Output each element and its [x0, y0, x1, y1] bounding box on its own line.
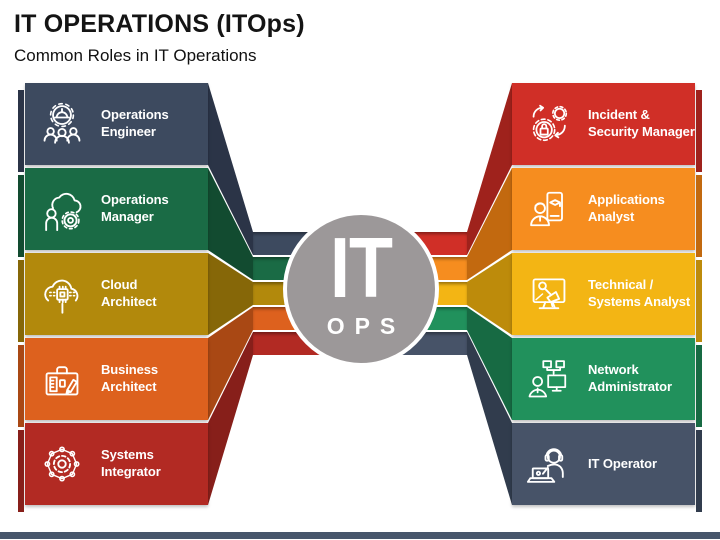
card-side-face	[696, 430, 702, 512]
person-tablet-icon	[523, 183, 575, 235]
role-label: Systems Integrator	[101, 447, 161, 479]
role-label: Operations Manager	[101, 192, 169, 224]
card-side-face	[18, 175, 24, 257]
role-label: Applications Analyst	[588, 192, 665, 224]
itops-text-ops: OPS	[326, 312, 406, 339]
card-side-face	[696, 260, 702, 342]
role-card-it-operator: IT Operator	[512, 423, 702, 512]
page-title: IT OPERATIONS (ITOps)	[14, 10, 305, 38]
role-card-cloud-architect: Cloud Architect	[18, 253, 208, 342]
gear-nodes-icon	[36, 438, 88, 490]
role-card-technical-systems-analyst: Technical / Systems Analyst	[512, 253, 702, 342]
role-card-applications-analyst: Applications Analyst	[512, 168, 702, 257]
role-card-operations-manager: Operations Manager	[18, 168, 208, 257]
card-side-face	[18, 260, 24, 342]
role-card-network-administrator: Network Administrator	[512, 338, 702, 427]
role-label: Network Administrator	[588, 362, 672, 394]
itops-text-it: IT	[330, 222, 393, 317]
role-label: Technical / Systems Analyst	[588, 277, 691, 309]
role-card-business-architect: Business Architect	[18, 338, 208, 427]
card-side-face	[18, 345, 24, 427]
headset-operator-laptop-icon	[523, 438, 575, 490]
card-side-face	[18, 90, 24, 172]
toolbox-ruler-pencil-icon	[36, 353, 88, 405]
role-label: Operations Engineer	[101, 107, 169, 139]
monitor-wrench-megaphone-icon	[523, 268, 575, 320]
footer-bar	[0, 532, 720, 539]
engineer-team-gear-icon	[36, 98, 88, 150]
role-card-systems-integrator: Systems Integrator	[18, 423, 208, 512]
itops-circle: IT OPS	[283, 211, 439, 367]
card-side-face	[696, 175, 702, 257]
cloud-chip-icon	[36, 268, 88, 320]
page-subtitle: Common Roles in IT Operations	[14, 46, 257, 65]
role-card-incident-security-manager: Incident & Security Manager	[512, 83, 702, 172]
gears-lock-sync-icon	[523, 98, 575, 150]
manager-cloud-gear-icon	[36, 183, 88, 235]
role-label: IT Operator	[588, 455, 657, 471]
role-card-operations-engineer: Operations Engineer	[18, 83, 208, 172]
role-label: Cloud Architect	[101, 277, 157, 309]
card-side-face	[696, 345, 702, 427]
card-side-face	[696, 90, 702, 172]
person-network-monitors-icon	[523, 353, 575, 405]
card-side-face	[18, 430, 24, 512]
role-label: Incident & Security Manager	[588, 107, 695, 139]
role-label: Business Architect	[101, 362, 159, 394]
